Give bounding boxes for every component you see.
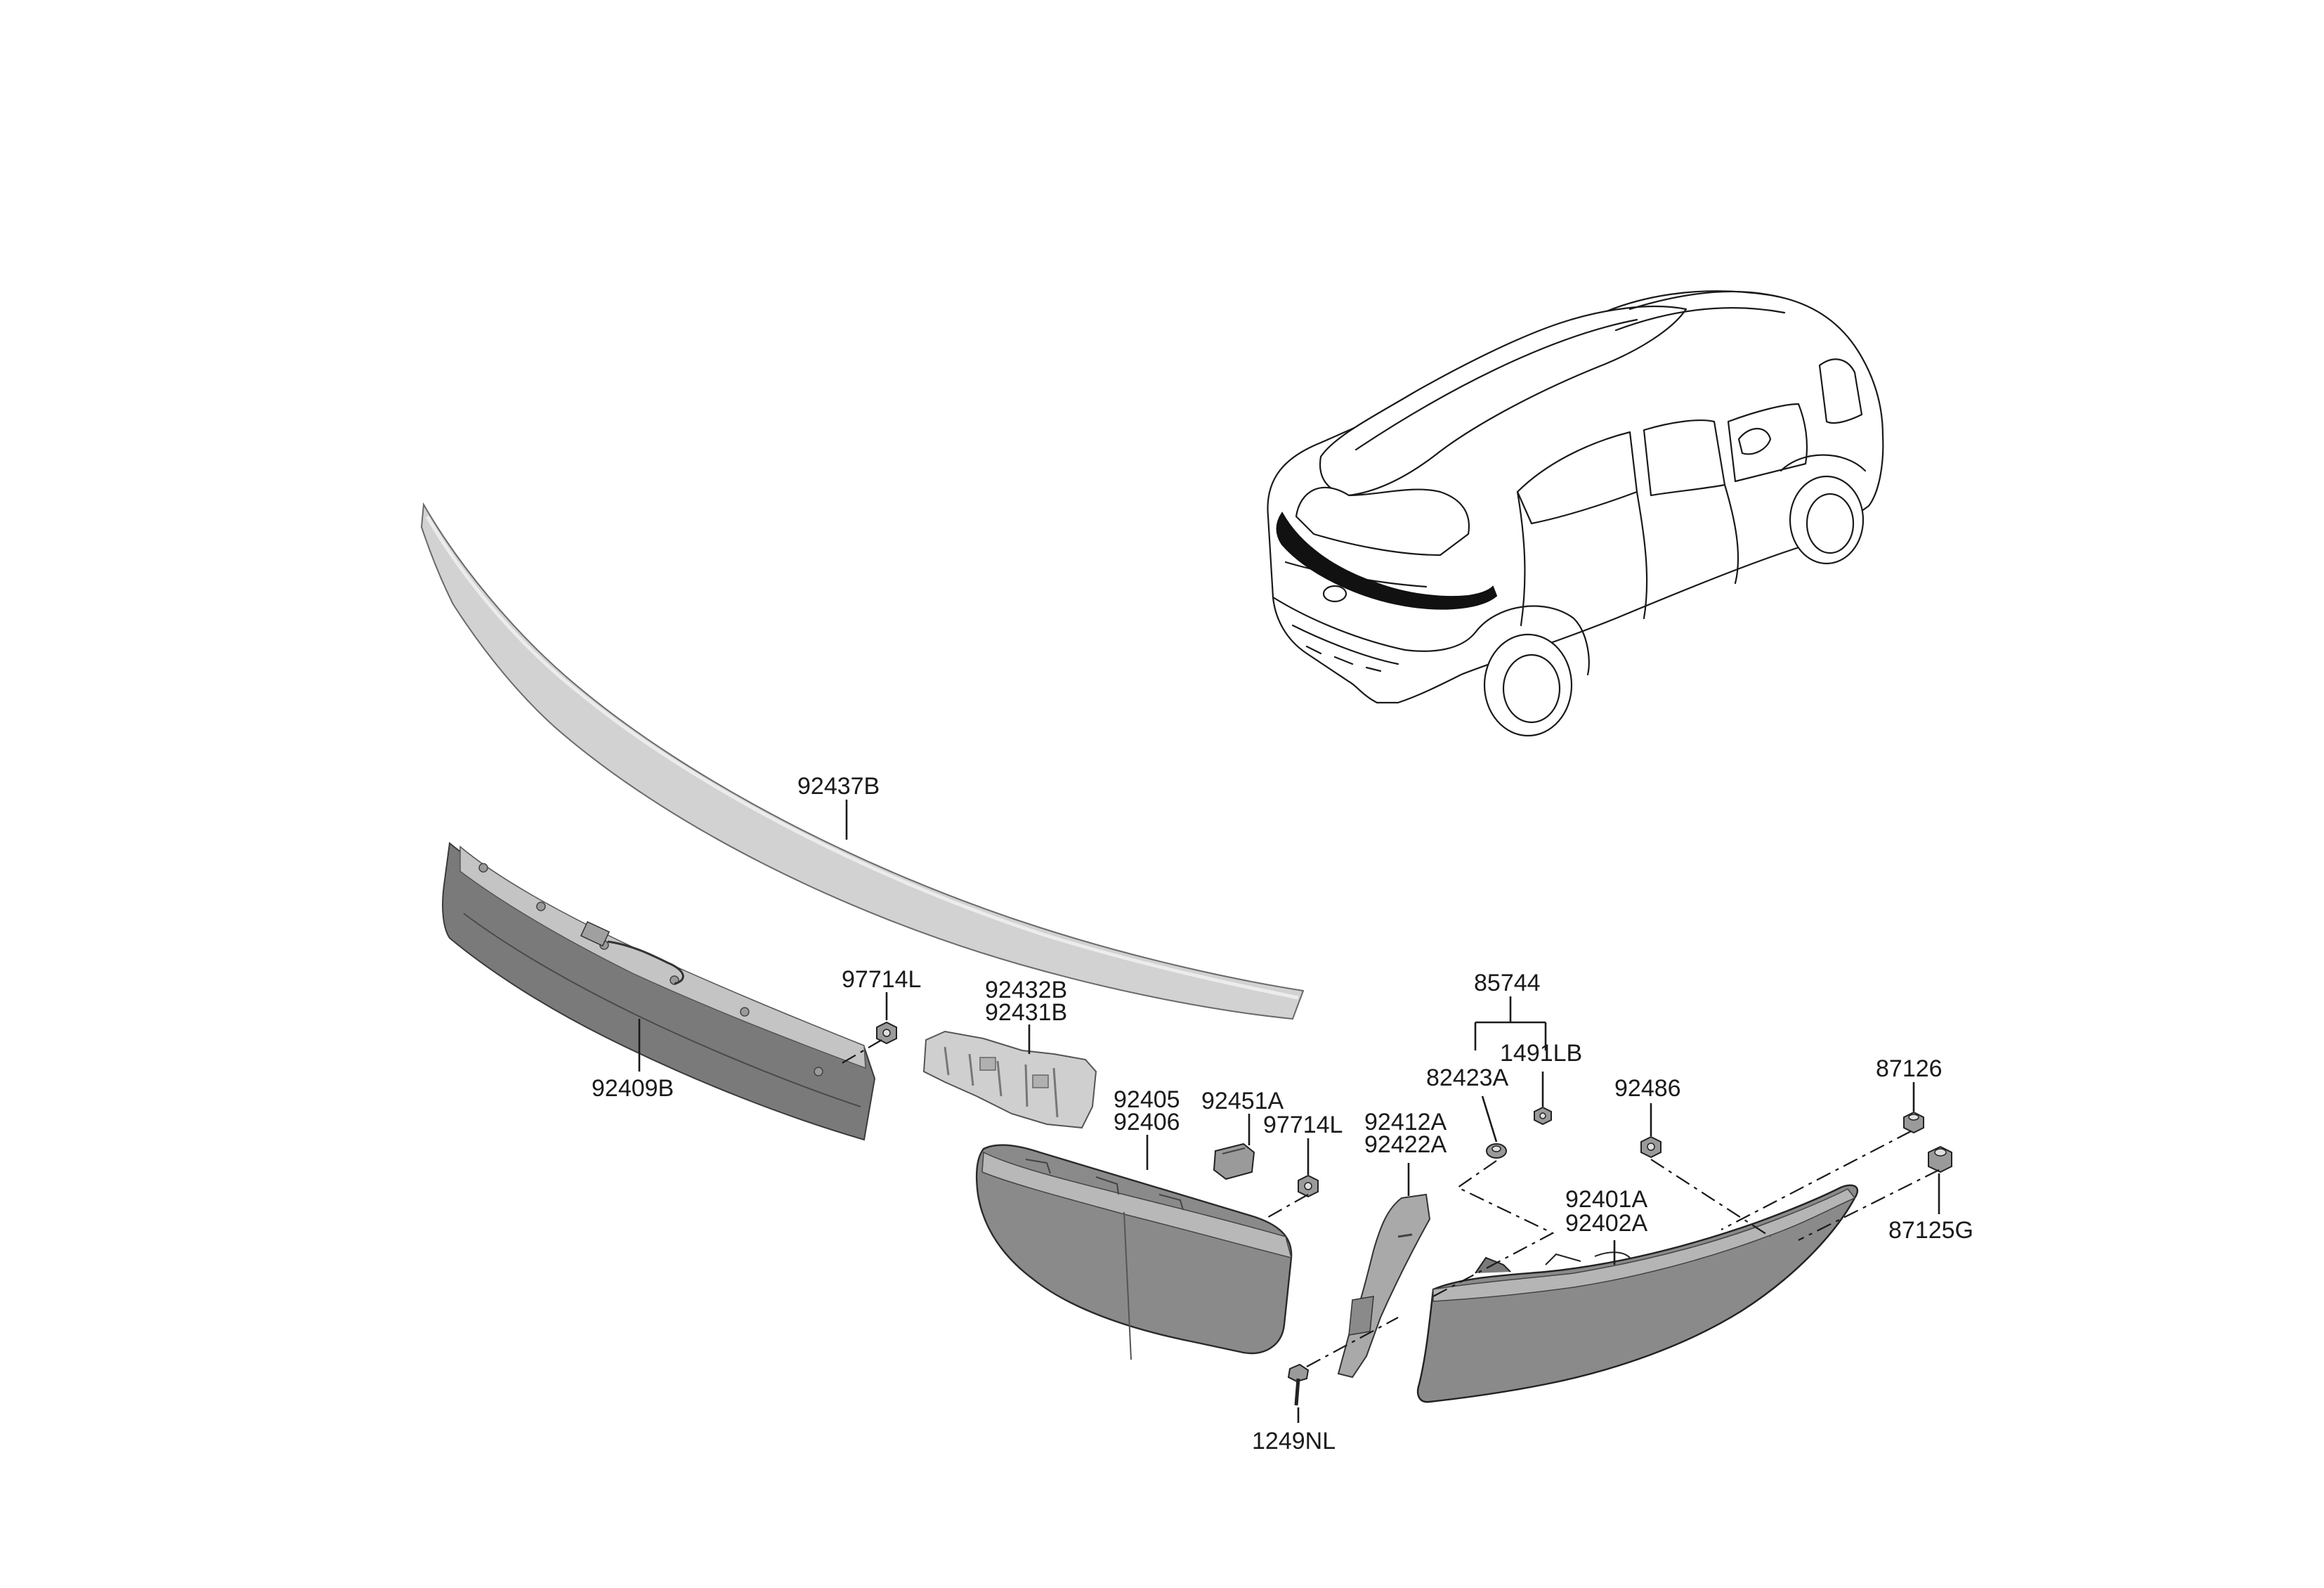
label-92401a: 92401A (1565, 1186, 1648, 1213)
label-82423a: 82423A (1426, 1065, 1509, 1091)
vehicle-overview-illustration (1267, 290, 1884, 737)
label-97714l-left: 97714L (842, 966, 921, 993)
label-92406: 92406 (1114, 1109, 1180, 1135)
part-1249nl-bolt (1287, 1363, 1310, 1406)
label-1249nl: 1249NL (1252, 1428, 1336, 1454)
part-1491lb-screw (1534, 1106, 1552, 1126)
assembly-dashed-lines (839, 1039, 1940, 1367)
part-97714l-nut-right (1298, 1174, 1319, 1198)
part-92412a-lamp-bracket (1337, 1193, 1431, 1379)
part-87126-clip (1903, 1111, 1924, 1134)
label-85744: 85744 (1474, 970, 1541, 996)
part-92486-screw (1640, 1135, 1662, 1159)
label-92402a: 92402A (1565, 1210, 1648, 1237)
part-92401a-rear-combination-lamp (1416, 1184, 1859, 1403)
part-92437b-garnish-strip (420, 502, 1305, 1020)
part-82423a-clip (1486, 1143, 1507, 1159)
label-97714l-right: 97714L (1263, 1112, 1343, 1138)
label-87126: 87126 (1876, 1055, 1943, 1082)
part-92405-inner-lamp (975, 1144, 1293, 1360)
leader-lines (638, 800, 1940, 1423)
part-92451a-bulb-socket (1213, 1143, 1255, 1180)
label-92432b: 92432B (985, 977, 1067, 1003)
label-92451a: 92451A (1201, 1088, 1284, 1114)
label-87125g: 87125G (1888, 1217, 1973, 1244)
label-92437b: 92437B (797, 773, 880, 800)
part-number-labels: 92437B 92409B 97714L 92432B 92431B 92405… (592, 773, 1973, 1454)
label-92431b: 92431B (985, 999, 1067, 1026)
part-92409b-lamp-bar (442, 842, 876, 1141)
label-92486: 92486 (1614, 1075, 1681, 1102)
part-97714l-nut-left (876, 1021, 897, 1045)
label-92422a: 92422A (1364, 1131, 1447, 1158)
label-92405: 92405 (1114, 1086, 1180, 1113)
label-92412a: 92412A (1364, 1109, 1447, 1135)
part-87125g-grommet (1928, 1145, 1952, 1173)
label-1491lb: 1491LB (1500, 1040, 1582, 1067)
part-92431b-bracket (922, 1030, 1097, 1129)
label-92409b: 92409B (592, 1075, 674, 1102)
